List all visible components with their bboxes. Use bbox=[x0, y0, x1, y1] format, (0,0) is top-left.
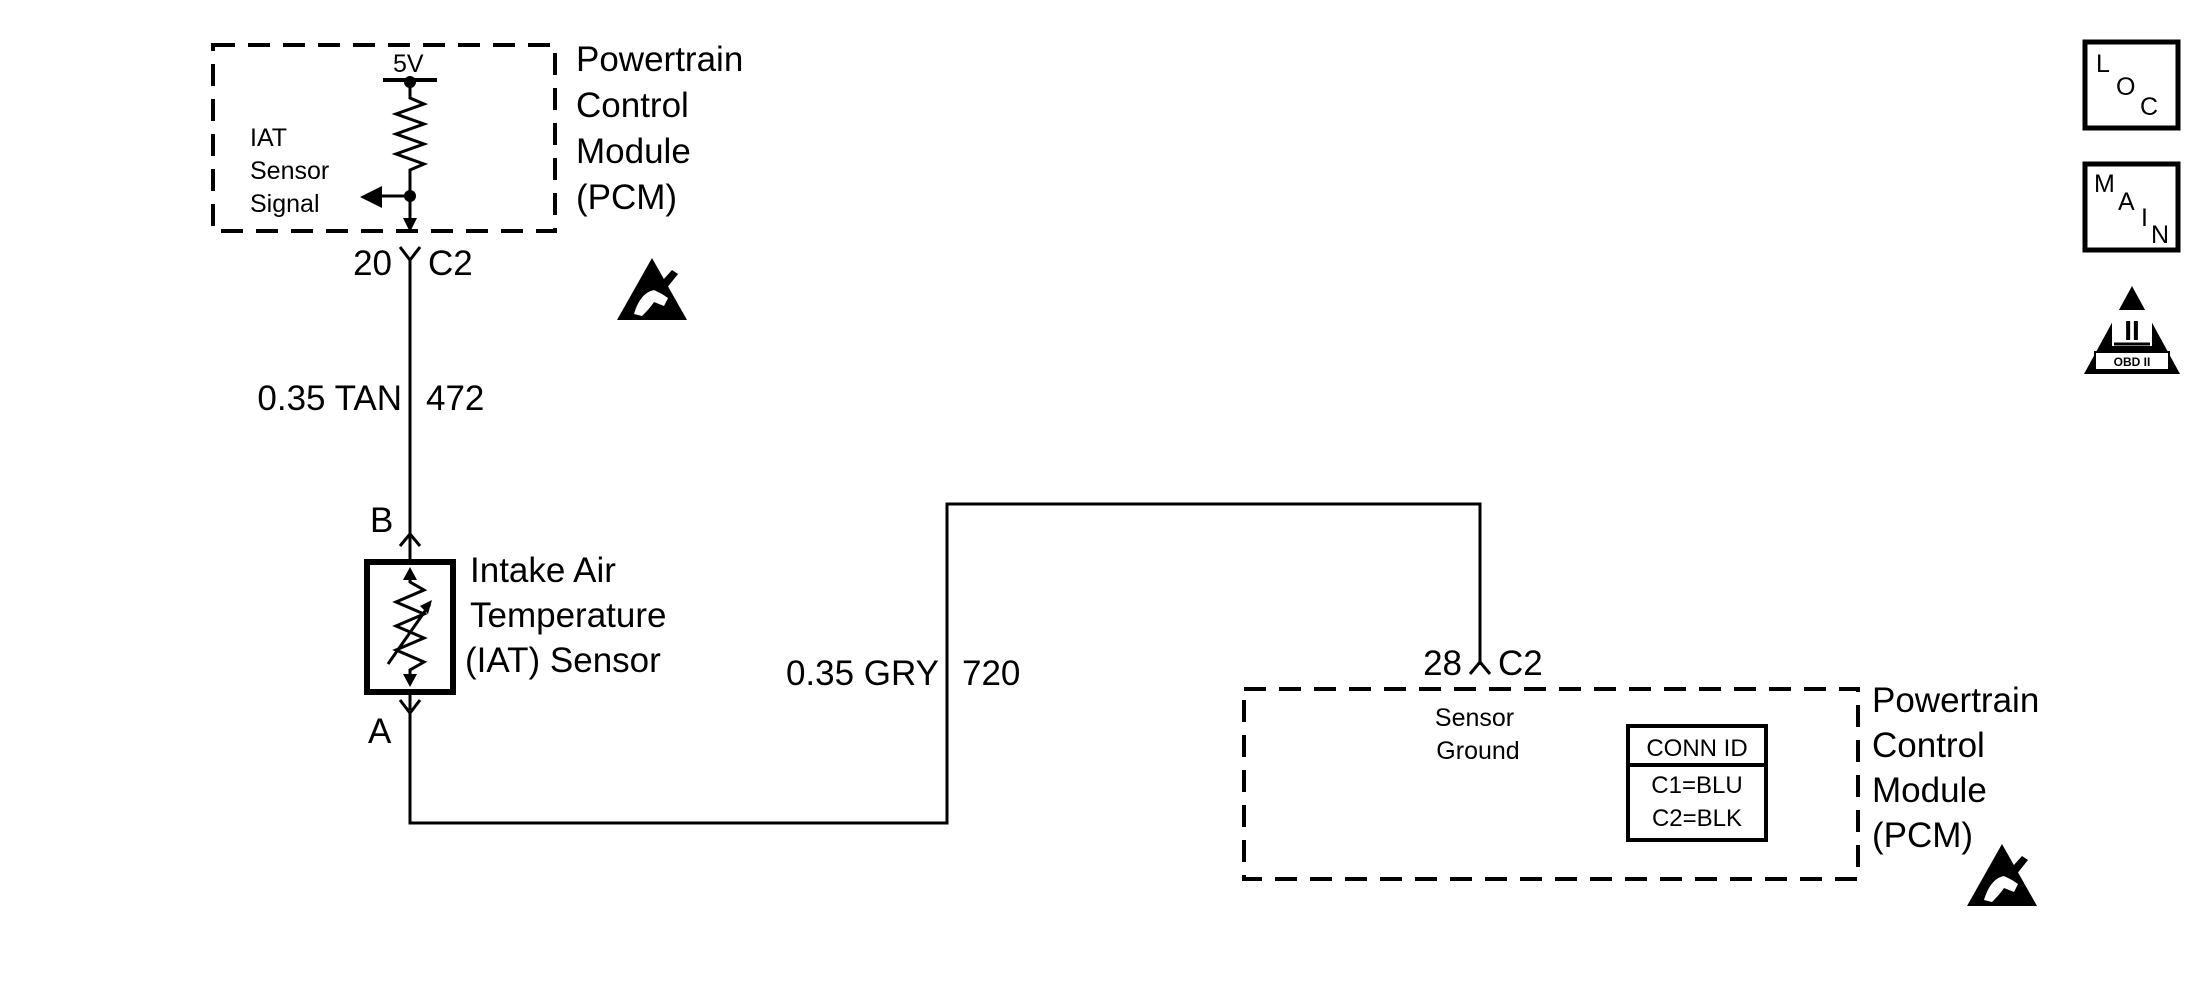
pcm-bottom-boundary bbox=[1242, 687, 1860, 881]
main-letter-m: M bbox=[2094, 170, 2115, 198]
iat-variable-slash bbox=[386, 603, 432, 665]
obd-numeral: II bbox=[2124, 315, 2140, 346]
wire-720: 0.35 GRY 720 bbox=[408, 502, 1482, 825]
wire-472-circuit: 472 bbox=[426, 379, 484, 418]
pcm-bottom-title-line4: (PCM) bbox=[1872, 816, 1973, 855]
signal-label-line3: Signal bbox=[250, 190, 320, 218]
pcm-bottom-title-line3: Module bbox=[1872, 771, 1987, 810]
pcm-bottom-title-line1: Powertrain bbox=[1872, 681, 2039, 720]
pcm-top-connector: 20 C2 bbox=[353, 244, 473, 283]
pcm-bottom-connector-symbol bbox=[1468, 659, 1492, 675]
main-letter-i: I bbox=[2141, 204, 2148, 232]
pcm-top-connector-id: C2 bbox=[428, 244, 473, 283]
iat-thermistor bbox=[392, 570, 428, 684]
conn-id-row-1: C1=BLU bbox=[1651, 772, 1742, 799]
pcm-top-title-line3: Module bbox=[576, 132, 691, 171]
loc-letter-c: C bbox=[2140, 93, 2158, 121]
wire-720-line bbox=[408, 502, 1482, 825]
wire-472: 0.35 TAN 472 bbox=[257, 258, 484, 534]
pcm-top-boundary bbox=[211, 43, 557, 233]
conn-id-table: CONN ID C1=BLU C2=BLK bbox=[1626, 724, 1768, 842]
iat-sensor: B A Intake Air Temperature (IAT) Sensor bbox=[364, 501, 676, 751]
pullup-resistor bbox=[391, 82, 429, 196]
obd-ii-icon[interactable]: II OBD II bbox=[2084, 286, 2180, 374]
esd-warning-icon bbox=[616, 258, 688, 320]
main-icon[interactable]: M A I N bbox=[2082, 161, 2181, 253]
signal-label-line1: IAT bbox=[250, 124, 287, 152]
iat-thermistor-arrow-up-icon bbox=[403, 567, 417, 580]
iat-title-line2: Temperature bbox=[470, 596, 666, 635]
obd-label: OBD II bbox=[2114, 355, 2151, 369]
signal-label-line2: Sensor bbox=[250, 157, 329, 185]
iat-pin-b: B bbox=[370, 501, 393, 540]
iat-variable-arrow-icon bbox=[420, 600, 432, 614]
wire-472-gauge-color: 0.35 TAN bbox=[257, 379, 402, 418]
pcm-bottom-connector-id: C2 bbox=[1498, 644, 1543, 683]
conn-id-header: CONN ID bbox=[1646, 735, 1747, 762]
pcm-top-title-line2: Control bbox=[576, 86, 689, 125]
iat-title-line1: Intake Air bbox=[470, 551, 616, 590]
main-letter-n: N bbox=[2151, 221, 2169, 249]
pcm-bottom-title: Powertrain Control Module (PCM) bbox=[1872, 681, 2049, 855]
pcm-bottom-title-line2: Control bbox=[1872, 726, 1985, 765]
pcm-top-title: Powertrain Control Module (PCM) bbox=[576, 40, 753, 217]
signal-arrow-icon bbox=[360, 186, 382, 208]
pcm-bottom-ground-label: Sensor Ground bbox=[1435, 704, 1521, 765]
pcm-top-signal-label: IAT Sensor Signal bbox=[250, 124, 336, 218]
conn-id-box bbox=[1626, 724, 1768, 842]
pcm-top-pin: 20 bbox=[353, 244, 392, 283]
iat-sensor-title: Intake Air Temperature (IAT) Sensor bbox=[465, 551, 676, 680]
loc-letter-l: L bbox=[2096, 50, 2110, 78]
pcm-top-arrow-down-icon bbox=[403, 218, 417, 232]
pcm-top-title-line1: Powertrain bbox=[576, 40, 743, 79]
loc-letter-o: O bbox=[2116, 73, 2135, 101]
main-letter-a: A bbox=[2118, 188, 2135, 216]
esd-warning-icon bbox=[1966, 844, 2038, 906]
wire-720-circuit: 720 bbox=[962, 654, 1020, 693]
iat-title-line3: (IAT) Sensor bbox=[465, 641, 661, 680]
pcm-bottom-pin: 28 bbox=[1423, 644, 1462, 683]
ground-label-line1: Sensor bbox=[1435, 704, 1514, 732]
iat-pin-a: A bbox=[368, 712, 392, 751]
pcm-top-title-line4: (PCM) bbox=[576, 178, 677, 217]
pcm-top-voltage: 5V bbox=[393, 50, 424, 78]
wire-720-gauge-color: 0.35 GRY bbox=[786, 654, 939, 693]
ground-label-line2: Ground bbox=[1436, 737, 1519, 765]
iat-thermistor-arrow-down-icon bbox=[403, 674, 417, 687]
pcm-top-module: 5V IAT Sensor Signal Powertrain Control … bbox=[211, 40, 753, 320]
loc-icon[interactable]: L O C bbox=[2082, 39, 2181, 131]
pcm-bottom-module: 28 C2 Sensor Ground CONN ID C1=BLU C2=BL… bbox=[1242, 644, 2049, 906]
conn-id-row-2: C2=BLK bbox=[1652, 805, 1742, 832]
